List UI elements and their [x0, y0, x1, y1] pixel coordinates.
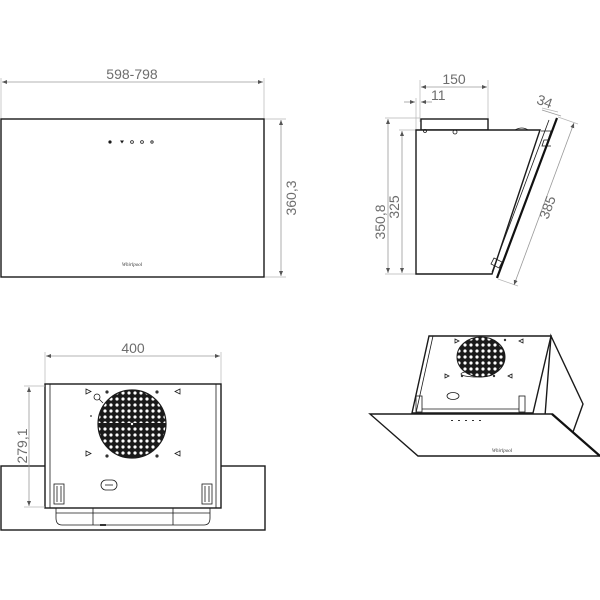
mounting-holes: [85, 388, 181, 458]
bottom-width-label: 400: [121, 340, 145, 356]
side-total-height-label: 350,8: [372, 204, 388, 239]
side-panel-thickness-label: 34: [535, 91, 555, 111]
grease-filter-handle: [100, 479, 118, 491]
perspective-filter-handle: [446, 392, 460, 400]
bottom-view: 400 279,1: [0, 340, 266, 531]
control-panel: [108, 140, 154, 144]
side-panel-length-dimension-line: [513, 122, 575, 286]
perspective-brand-logo: Whirlpool: [492, 449, 513, 454]
side-body-height-label: 325: [386, 195, 402, 219]
power-dot-icon: [108, 140, 112, 144]
perspective-glass-panel: [368, 413, 600, 457]
side-offset-label: 11: [431, 87, 446, 103]
bottom-hinges: [53, 483, 213, 505]
bottom-height-label: 279,1: [14, 428, 30, 463]
front-glass-panel: [0, 118, 265, 278]
fan-level-icon: [130, 140, 134, 144]
perspective-view: Whirlpool: [368, 333, 600, 457]
front-view: 598-798 360,3 Whirlpool: [0, 66, 299, 278]
fan-grille: [97, 389, 167, 459]
fan-up-icon: [140, 140, 144, 144]
brand-logo: Whirlpool: [122, 263, 143, 268]
side-bottom-hinge: [490, 257, 503, 269]
light-icon: [150, 140, 154, 144]
front-height-label: 360,3: [283, 180, 299, 215]
side-view: 150 11 350,8 325 34: [372, 71, 579, 287]
side-depth-label: 150: [442, 71, 466, 87]
side-exhaust-collar: [420, 118, 489, 131]
perspective-controls: [451, 420, 481, 421]
bottom-frame: [55, 508, 211, 526]
side-body: [415, 129, 541, 275]
fan-down-icon: [120, 140, 124, 144]
side-panel-length-label: 385: [536, 193, 559, 221]
front-width-label: 598-798: [106, 66, 158, 82]
